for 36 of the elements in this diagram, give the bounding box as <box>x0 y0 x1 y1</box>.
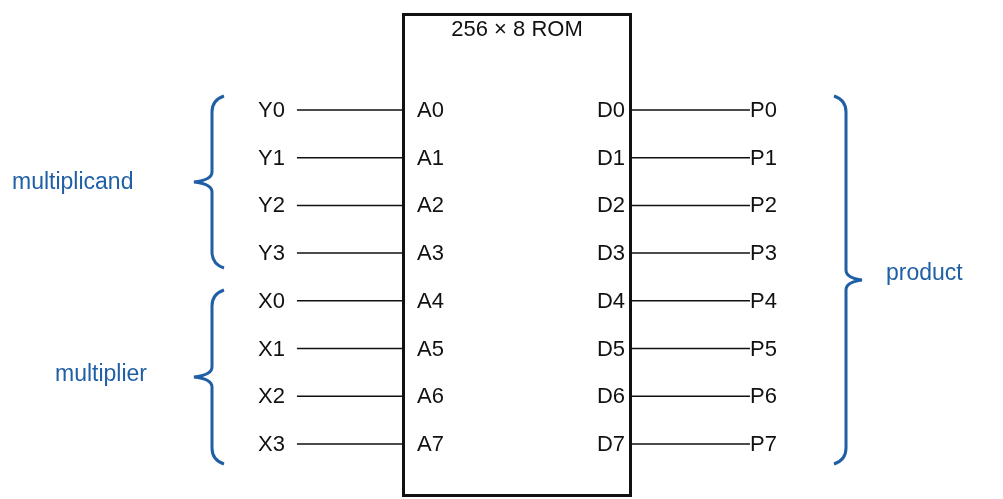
pin-label: A7 <box>405 430 465 457</box>
signal-label: P6 <box>750 383 794 410</box>
pin-label: A3 <box>405 240 465 267</box>
signal-label: X3 <box>258 430 302 457</box>
signal-label: P5 <box>750 335 794 362</box>
group-label: multiplicand <box>12 168 134 194</box>
pin-label: D4 <box>569 287 629 314</box>
signal-label: P3 <box>750 240 794 267</box>
pin-label: A0 <box>405 97 465 123</box>
pin-label: D0 <box>569 97 629 123</box>
pin-label: A1 <box>405 144 465 171</box>
signal-label: Y1 <box>258 144 302 171</box>
signal-label: Y3 <box>258 240 302 267</box>
signal-label: P7 <box>750 430 794 457</box>
pin-label: A4 <box>405 287 465 314</box>
signal-label: Y2 <box>258 192 302 219</box>
pin-label: D2 <box>569 192 629 219</box>
group-label: product <box>886 259 963 285</box>
signal-label: X1 <box>258 335 302 362</box>
signal-label: P1 <box>750 144 794 171</box>
signal-label: P0 <box>750 97 794 123</box>
pin-label: D7 <box>569 430 629 457</box>
pin-label: D3 <box>569 240 629 267</box>
signal-label: Y0 <box>258 97 302 123</box>
pin-label: D6 <box>569 383 629 410</box>
pin-label: A2 <box>405 192 465 219</box>
pin-label: A6 <box>405 383 465 410</box>
signal-label: P4 <box>750 287 794 314</box>
pin-label: D1 <box>569 144 629 171</box>
signal-label: X2 <box>258 383 302 410</box>
rom-title: 256 × 8 ROM <box>450 16 584 42</box>
signal-label: X0 <box>258 287 302 314</box>
pin-label: A5 <box>405 335 465 362</box>
group-label: multiplier <box>55 360 148 386</box>
signal-label: P2 <box>750 192 794 219</box>
pin-label: D5 <box>569 335 629 362</box>
